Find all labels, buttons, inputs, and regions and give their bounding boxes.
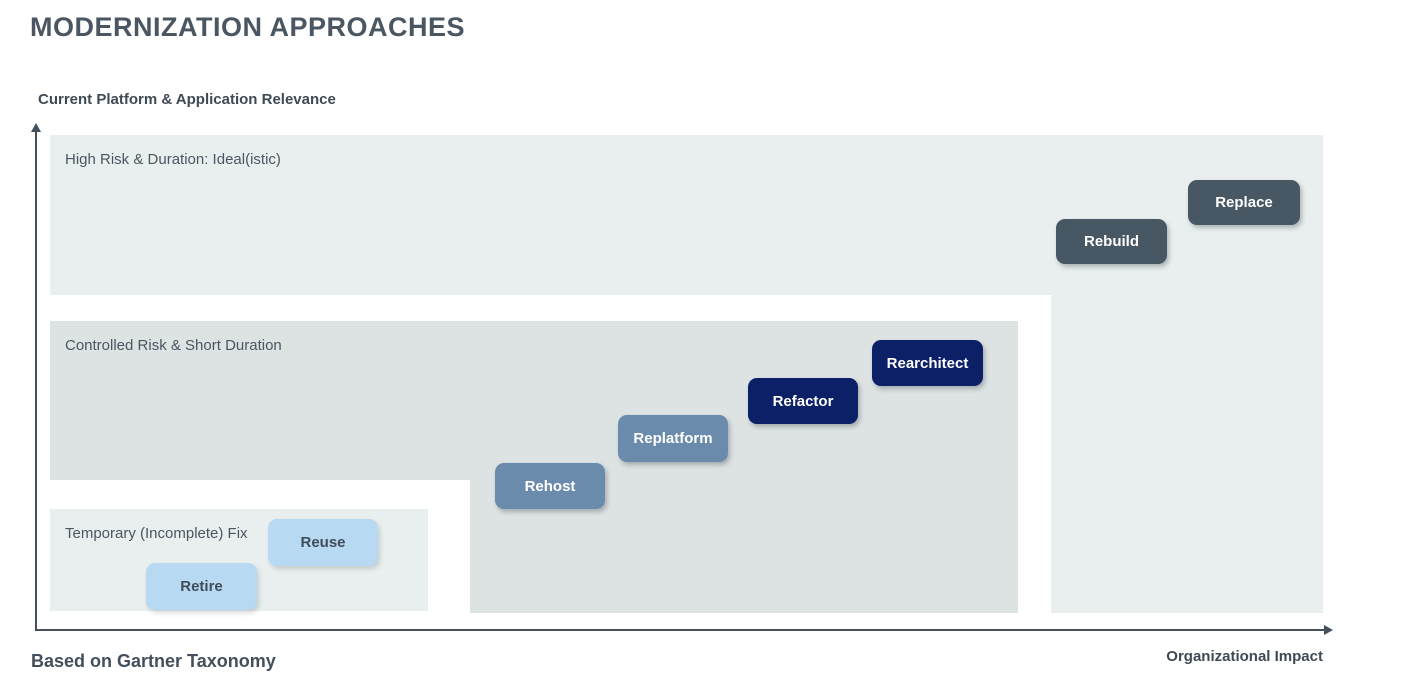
approach-pill-replace[interactable]: Replace bbox=[1188, 180, 1300, 225]
x-axis-arrow-icon bbox=[1324, 625, 1333, 635]
zone-high-risk-label: High Risk & Duration: Ideal(istic) bbox=[65, 151, 281, 168]
footer-attribution: Based on Gartner Taxonomy bbox=[31, 651, 276, 671]
approach-pill-replatform[interactable]: Replatform bbox=[618, 415, 728, 462]
approach-pill-reuse[interactable]: Reuse bbox=[268, 519, 378, 566]
zone-temporary-fix-label: Temporary (Incomplete) Fix bbox=[65, 525, 248, 542]
approach-pill-retire[interactable]: Retire bbox=[146, 563, 257, 610]
approach-pill-rehost[interactable]: Rehost bbox=[495, 463, 605, 509]
zone-high-risk-column bbox=[1051, 295, 1323, 613]
x-axis-line bbox=[35, 629, 1325, 631]
zone-controlled-risk: Controlled Risk & Short Duration bbox=[50, 321, 470, 480]
zone-high-risk: High Risk & Duration: Ideal(istic) bbox=[50, 135, 1323, 295]
zone-controlled-risk-label: Controlled Risk & Short Duration bbox=[65, 337, 282, 354]
y-axis-line bbox=[35, 131, 37, 630]
y-axis-arrow-icon bbox=[31, 123, 41, 132]
approach-pill-rearchitect[interactable]: Rearchitect bbox=[872, 340, 983, 386]
approach-pill-refactor[interactable]: Refactor bbox=[748, 378, 858, 424]
approach-pill-rebuild[interactable]: Rebuild bbox=[1056, 219, 1167, 264]
page-title: MODERNIZATION APPROACHES bbox=[30, 12, 466, 42]
x-axis-label: Organizational Impact bbox=[1166, 648, 1323, 665]
y-axis-label: Current Platform & Application Relevance bbox=[38, 91, 336, 108]
